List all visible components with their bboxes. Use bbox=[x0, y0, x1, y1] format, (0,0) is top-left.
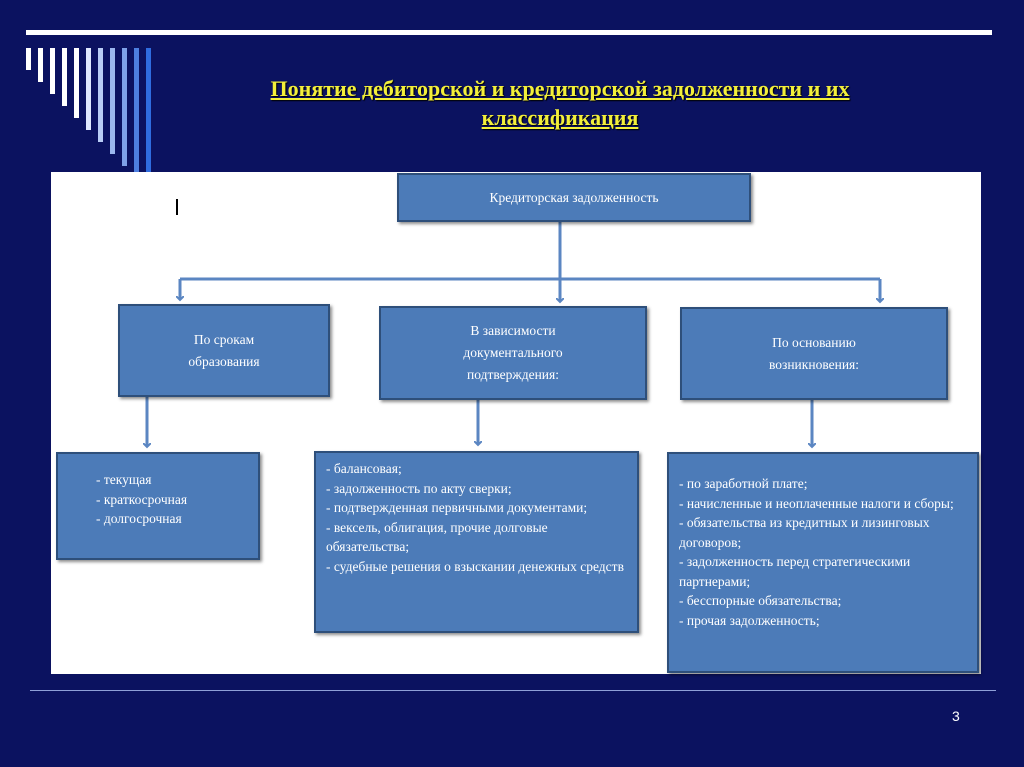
slide-title: Понятие дебиторской и кредиторской задол… bbox=[170, 74, 950, 132]
list-item: - обязательства из кредитных и лизинговы… bbox=[679, 515, 930, 550]
category-label-line: образования bbox=[188, 353, 260, 369]
list-item: - задолженность перед стратегическими па… bbox=[679, 554, 911, 589]
list-item: - краткосрочная bbox=[96, 491, 188, 507]
list-item: - судебные решения о взыскании денежных … bbox=[326, 558, 624, 574]
list-item: - балансовая; bbox=[326, 461, 402, 476]
category-label-line: подтверждения: bbox=[467, 367, 559, 382]
list-item: - начисленные и неоплаченные налоги и сб… bbox=[679, 495, 954, 511]
bottom-rule bbox=[30, 690, 996, 691]
list-item: - текущая bbox=[96, 472, 152, 487]
leaf-box-origin: - по заработной плате; - начисленные и н… bbox=[667, 452, 979, 673]
leaf-box-documentation: - балансовая; - задолженность по акту св… bbox=[314, 451, 639, 633]
list-item: - долгосрочная bbox=[96, 511, 182, 526]
category-label-line: По основанию bbox=[772, 334, 856, 350]
list-item: - подтвержденная первичными документами; bbox=[326, 500, 588, 515]
text-cursor bbox=[176, 199, 178, 215]
root-box: Кредиторская задолженность bbox=[397, 173, 751, 222]
title-line-2: классификация bbox=[481, 105, 639, 130]
list-item: - бесспорные обязательства; bbox=[679, 593, 842, 608]
leaf-box-terms: - текущая - краткосрочная - долгосрочная bbox=[56, 452, 260, 560]
category-box-documentation: В зависимости документального подтвержде… bbox=[379, 306, 647, 400]
decorative-bars bbox=[26, 48, 166, 178]
list-item: - прочая задолженность; bbox=[679, 612, 820, 628]
list-item: - по заработной плате; bbox=[679, 476, 808, 491]
category-label-line: По срокам bbox=[193, 331, 255, 347]
top-rule bbox=[26, 30, 992, 35]
category-label-line: В зависимости bbox=[470, 323, 556, 338]
list-item: - задолженность по акту сверки; bbox=[326, 480, 512, 496]
page-number: 3 bbox=[952, 708, 960, 724]
category-label-line: документального bbox=[463, 345, 563, 360]
category-box-origin: По основанию возникновения: bbox=[680, 307, 948, 400]
root-label: Кредиторская задолженность bbox=[489, 189, 659, 205]
category-label-line: возникновения: bbox=[768, 356, 860, 372]
list-item: - вексель, облигация, прочие долговые об… bbox=[326, 519, 548, 555]
category-box-terms: По срокам образования bbox=[118, 304, 330, 397]
title-line-1: Понятие дебиторской и кредиторской задол… bbox=[270, 76, 850, 101]
